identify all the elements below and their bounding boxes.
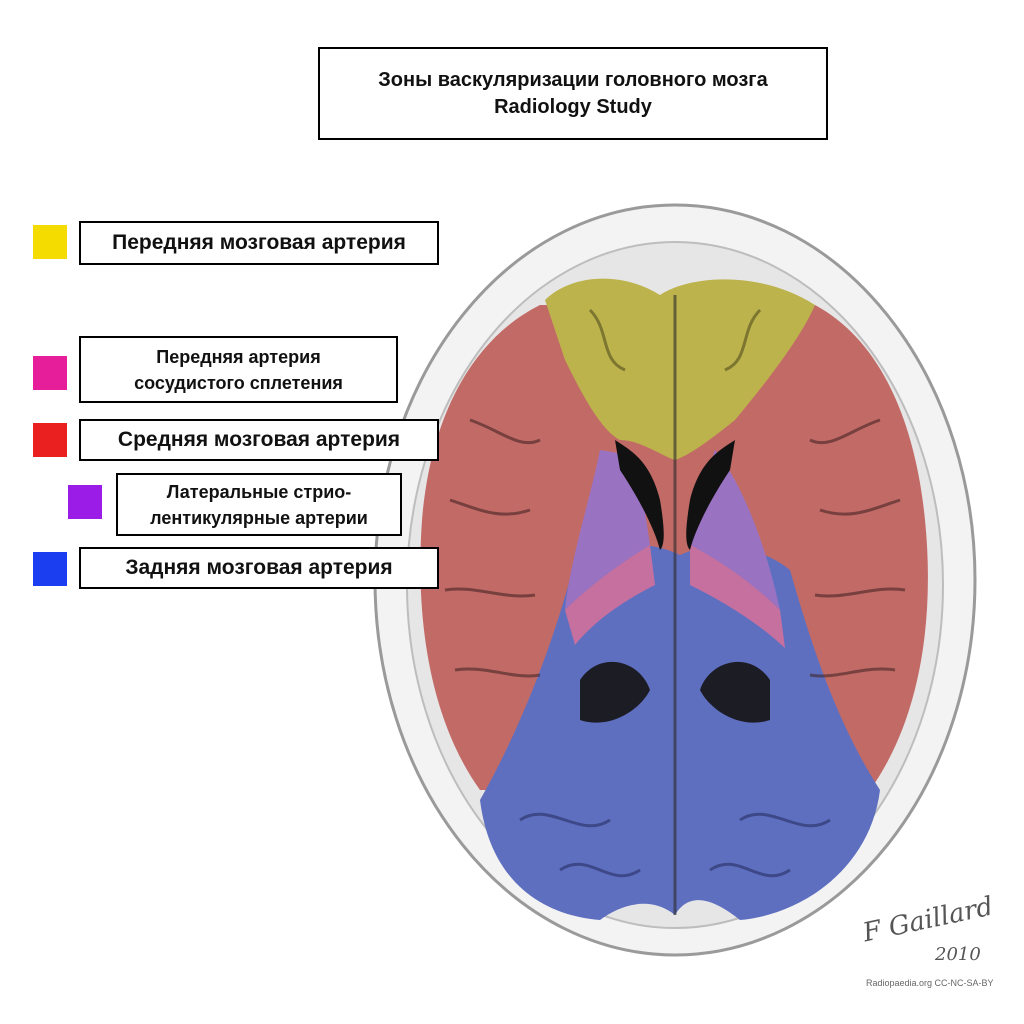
region-choroidal-left bbox=[565, 545, 655, 645]
gyri-texture-posterior bbox=[519, 812, 831, 878]
title-line-2: Radiology Study bbox=[494, 95, 652, 118]
ventricle-frontal bbox=[615, 440, 735, 550]
legend-swatch-lenticulostriate bbox=[68, 485, 102, 519]
legend-label-middle-cerebral: Средняя мозговая артерия bbox=[79, 419, 439, 461]
region-lenticulostriate-left bbox=[565, 450, 650, 610]
legend-label-lenticulostriate: Латеральные стрио- лентикулярные артерии bbox=[116, 473, 402, 536]
gyri-texture bbox=[444, 418, 906, 678]
legend-label-posterior-cerebral: Задняя мозговая артерия bbox=[79, 547, 439, 589]
ventricle-occipital bbox=[580, 661, 770, 723]
region-anterior-cerebral bbox=[545, 278, 815, 460]
legend-swatch-anterior-cerebral bbox=[33, 225, 67, 259]
signature-year: 2010 bbox=[935, 944, 981, 965]
legend-label-anterior-cerebral: Передняя мозговая артерия bbox=[79, 221, 439, 265]
legend-label-anterior-choroidal: Передняя артерия сосудистого сплетения bbox=[79, 336, 398, 403]
title-line-1: Зоны васкуляризации головного мозга bbox=[378, 68, 768, 91]
legend-swatch-middle-cerebral bbox=[33, 423, 67, 457]
credit-text: Radiopaedia.org CC-NC-SA-BY bbox=[866, 978, 994, 988]
gyri-texture-anterior bbox=[588, 308, 762, 372]
legend-swatch-anterior-choroidal bbox=[33, 356, 67, 390]
region-choroidal-right bbox=[690, 545, 785, 648]
title-box: Зоны васкуляризации головного мозга Radi… bbox=[318, 47, 828, 140]
legend-swatch-posterior-cerebral bbox=[33, 552, 67, 586]
